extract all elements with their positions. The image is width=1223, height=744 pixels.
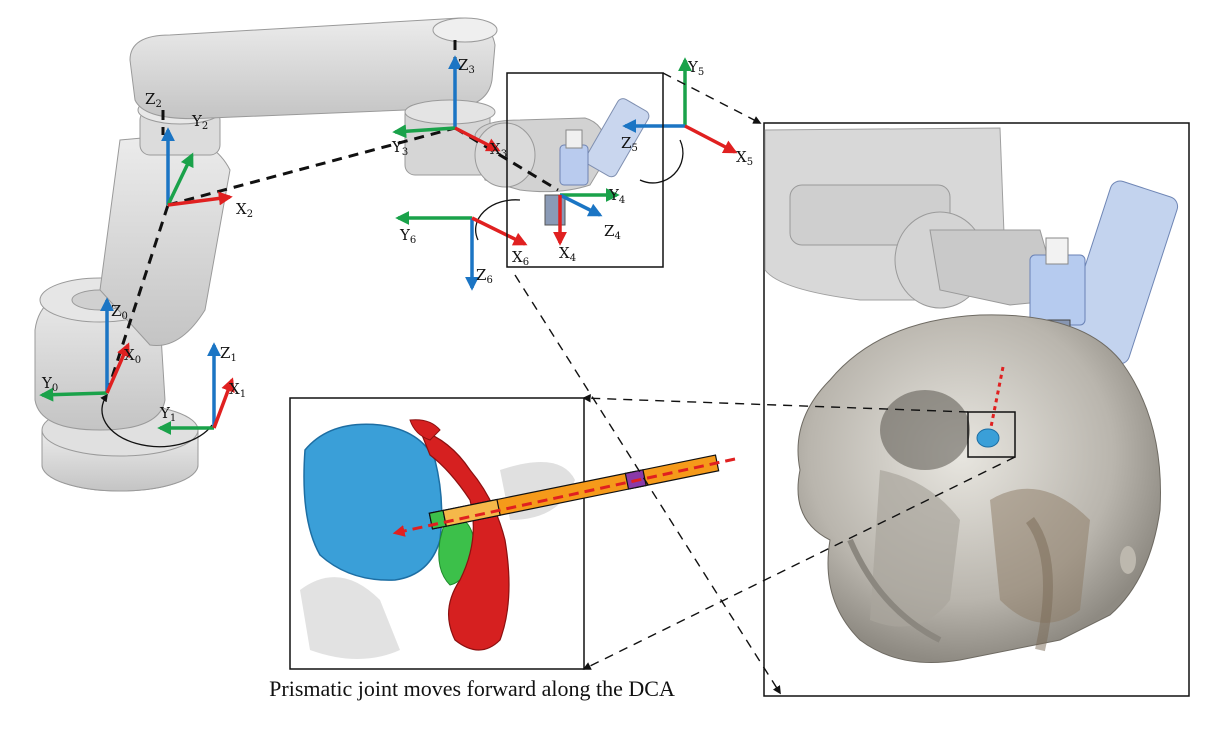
label-x5: X5 bbox=[736, 148, 753, 168]
anatomy-panel bbox=[289, 397, 736, 670]
tumor-rendering bbox=[303, 423, 443, 581]
label-y4: Y4 bbox=[608, 186, 625, 206]
label-z3: Z3 bbox=[458, 56, 475, 76]
label-y2: Y2 bbox=[191, 112, 208, 132]
label-y6: Y6 bbox=[399, 226, 416, 246]
label-x4: X4 bbox=[559, 244, 576, 264]
label-y5: Y5 bbox=[687, 58, 704, 78]
label-x1: X1 bbox=[229, 380, 246, 400]
skull-tumor-target bbox=[967, 366, 1016, 458]
label-z2: Z2 bbox=[145, 90, 162, 110]
label-z6: Z6 bbox=[476, 266, 493, 286]
label-x3: X3 bbox=[490, 140, 507, 160]
axis-labels: Z0 X0 Y0 Z1 X1 Y1 Z2 Y2 X2 Z3 Y3 X3 Y4 Z… bbox=[41, 56, 753, 424]
figure-caption: Prismatic joint moves forward along the … bbox=[269, 676, 675, 701]
trajectory-path bbox=[392, 457, 736, 537]
skull-ct-rendering bbox=[797, 314, 1161, 663]
label-x0: X0 bbox=[124, 346, 141, 366]
skull-panel bbox=[763, 122, 1190, 697]
label-z0: Z0 bbox=[111, 302, 128, 322]
label-x6: X6 bbox=[512, 248, 529, 268]
connector-arrows bbox=[514, 72, 1016, 695]
label-z5: Z5 bbox=[621, 134, 638, 154]
coordinate-frames bbox=[39, 55, 738, 435]
label-y1: Y1 bbox=[159, 404, 176, 424]
end-effector-small bbox=[544, 98, 650, 226]
label-y0: Y0 bbox=[41, 374, 58, 394]
label-y3: Y3 bbox=[391, 138, 408, 158]
rotation-arcs bbox=[100, 139, 684, 448]
label-z1: Z1 bbox=[220, 344, 237, 364]
label-x2: X2 bbox=[236, 200, 253, 220]
zoom-box-end-effector bbox=[506, 72, 664, 268]
label-z4: Z4 bbox=[604, 222, 621, 242]
